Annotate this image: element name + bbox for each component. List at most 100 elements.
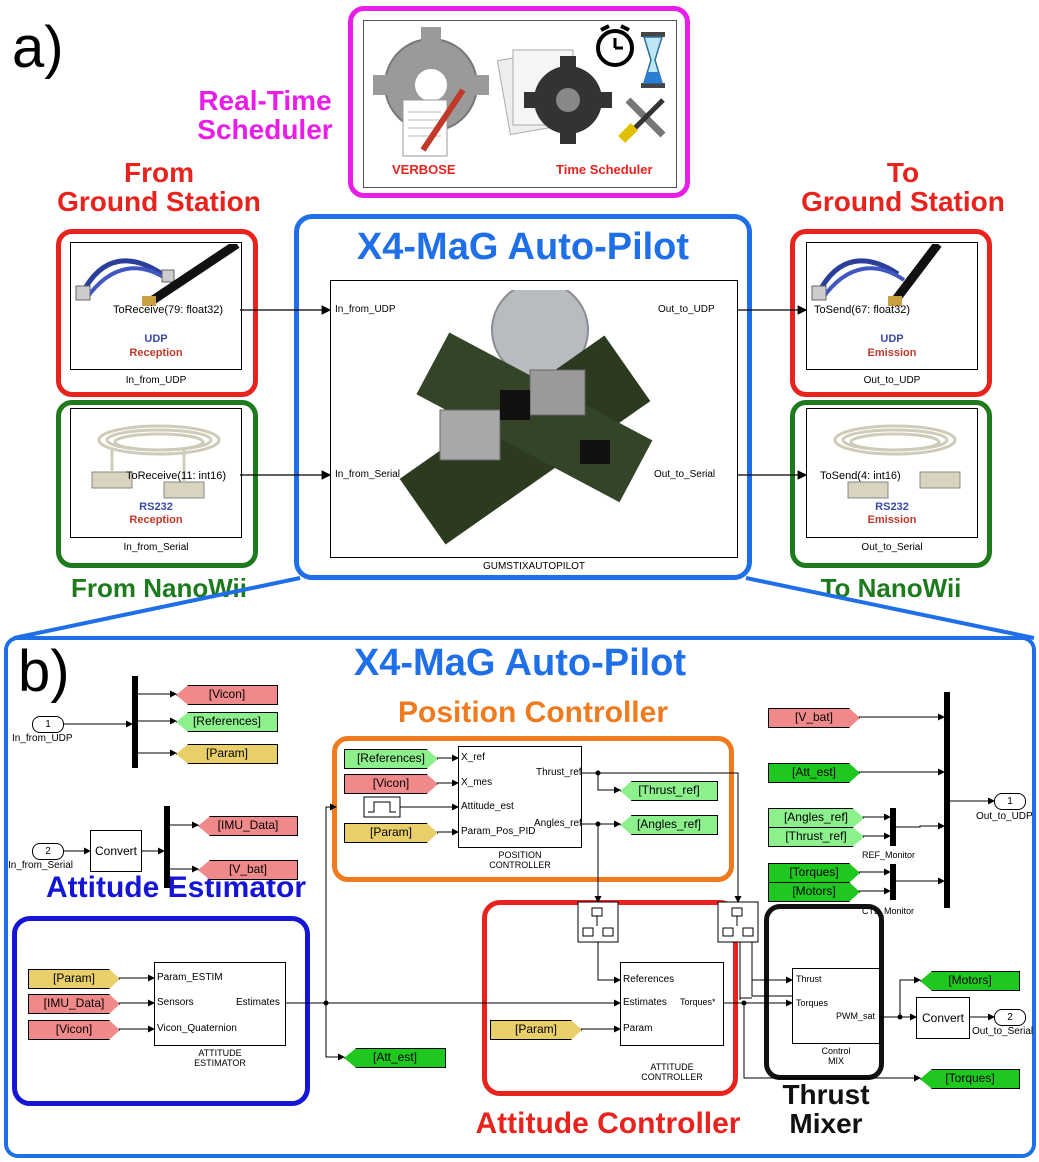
udp-rx-frame	[56, 229, 258, 397]
outport-2-name: Out_to_Serial	[972, 1026, 1034, 1037]
convert-block-in[interactable]: Convert	[90, 830, 142, 872]
udp-rx-proto: UDP	[144, 333, 168, 345]
udp-rx-name: In_from_UDP	[125, 375, 187, 386]
ctl-monitor-bar	[890, 864, 896, 900]
demux-bar-1	[132, 676, 138, 768]
serial-rx-frame	[56, 400, 258, 568]
ethernet-antenna-icon	[75, 244, 240, 306]
ctrl-in-est: Estimates	[623, 997, 667, 1008]
gumstix-name: GUMSTIXAUTOPILOT	[482, 561, 586, 572]
tag-motors-from[interactable]: [Motors]	[768, 882, 860, 902]
ctrl-block-name: ATTITUDE CONTROLLER	[641, 1062, 703, 1082]
tools-icon	[618, 97, 666, 143]
tag-angles-ref-goto[interactable]: [Angles_ref]	[620, 815, 718, 835]
mix-out: PWM_sat	[836, 1011, 876, 1021]
attitude-estimator-block[interactable]	[154, 962, 286, 1046]
serial-rx-kind: Reception	[129, 514, 183, 526]
pos-out-thrust: Thrust_ref	[536, 767, 582, 778]
udp-tx-frame	[790, 229, 992, 397]
outport-1[interactable]: 1	[994, 793, 1026, 810]
panel-a-connections	[13, 305, 1035, 640]
pos-in-xmes: X_mes	[461, 777, 493, 788]
tag-torques-goto[interactable]: [Torques]	[920, 1069, 1020, 1089]
tag-references-from[interactable]: [References]	[344, 749, 438, 769]
hourglass-icon	[641, 32, 665, 88]
tag-references-goto[interactable]: [References]	[176, 712, 278, 732]
attitude-controller-title: Attitude Controller	[475, 1107, 741, 1140]
tag-angles-ref-from[interactable]: [Angles_ref]	[768, 808, 864, 828]
control-mix-block[interactable]	[792, 968, 880, 1044]
est-in-vicon: Vicon_Quaternion	[157, 1023, 237, 1034]
from-gs-title: From Ground Station	[57, 157, 261, 218]
pos-block-name: POSITION CONTROLLER	[489, 850, 551, 870]
tag-torques-from[interactable]: [Torques]	[768, 863, 860, 883]
serial-tx-proto: RS232	[875, 501, 909, 513]
inport-1-name: In_from_UDP	[12, 733, 73, 744]
outport-2[interactable]: 2	[994, 1009, 1026, 1026]
gumstix-in-udp: In_from_UDP	[335, 304, 396, 315]
tag-imu-goto[interactable]: [IMU_Data]	[198, 816, 298, 836]
tag-param-from-ctrl[interactable]: [Param]	[490, 1020, 582, 1040]
scheduler-icons	[373, 24, 666, 157]
serial-rx-port: ToReceive(11: int16)	[126, 470, 227, 482]
autopilot-title: X4-MaG Auto-Pilot	[356, 226, 690, 268]
pencil-icon	[420, 88, 466, 152]
thrust-mixer-title: Thrust Mixer	[782, 1079, 870, 1140]
tag-motors-goto[interactable]: [Motors]	[920, 971, 1020, 991]
serial-rx-proto: RS232	[139, 501, 173, 513]
udp-tx-proto: UDP	[880, 333, 904, 345]
tag-vicon-from-est[interactable]: [Vicon]	[28, 1020, 120, 1040]
tag-thrust-ref-from[interactable]: [Thrust_ref]	[768, 827, 864, 847]
tag-att-est-goto[interactable]: [Att_est]	[344, 1048, 446, 1068]
ctrl-in-param: Param	[623, 1023, 653, 1034]
serial-rx-name: In_from_Serial	[123, 542, 189, 553]
position-controller-block[interactable]	[458, 746, 582, 848]
serial-tx-name: Out_to_Serial	[861, 542, 923, 553]
mix-block-name: Control MIX	[821, 1046, 851, 1066]
panel-a-label: a)	[12, 15, 64, 80]
udp-tx-name: Out_to_UDP	[863, 375, 921, 386]
attitude-estimator-frame	[12, 916, 310, 1106]
tag-vbat-from[interactable]: [V_bat]	[768, 708, 860, 728]
tag-param-from-est[interactable]: [Param]	[28, 969, 120, 989]
est-in-param: Param_ESTIM	[157, 972, 223, 983]
attitude-controller-block[interactable]	[620, 962, 724, 1046]
time-scheduler-label: Time Scheduler	[556, 162, 653, 177]
inport-1[interactable]: 1	[32, 716, 64, 733]
ctrl-out: Torques*	[680, 997, 716, 1007]
tag-vbat-goto[interactable]: [V_bat]	[198, 860, 298, 880]
tag-thrust-ref-goto[interactable]: [Thrust_ref]	[620, 781, 718, 801]
inport-2-name: In_from_Serial	[8, 860, 74, 871]
tag-vicon-from[interactable]: [Vicon]	[344, 774, 438, 794]
selector-block-2	[717, 901, 759, 943]
serial-tx-kind: Emission	[867, 514, 917, 526]
verbose-label: VERBOSE	[392, 162, 456, 177]
panel-b-title: X4-MaG Auto-Pilot	[353, 642, 687, 684]
ethernet-antenna-icon-tx	[811, 244, 942, 306]
tag-imu-from[interactable]: [IMU_Data]	[28, 994, 120, 1014]
inport-2[interactable]: 2	[32, 843, 64, 860]
convert-block-out[interactable]: Convert	[916, 997, 970, 1039]
panel-b-label: b)	[18, 639, 70, 704]
outport-1-name: Out_to_UDP	[976, 811, 1033, 822]
scheduler-title: Real-Time Scheduler	[197, 85, 333, 146]
est-block-name: ATTITUDE ESTIMATOR	[194, 1048, 246, 1068]
autopilot-frame	[294, 214, 752, 580]
mix-in-torques: Torques	[796, 998, 829, 1008]
udp-rx-port: ToReceive(79: float32)	[113, 304, 224, 316]
est-out: Estimates	[236, 997, 280, 1008]
tag-att-est-from[interactable]: [Att_est]	[768, 763, 860, 783]
udp-rx-kind: Reception	[129, 347, 183, 359]
tag-vicon-goto[interactable]: [Vicon]	[176, 685, 278, 705]
tag-param-goto[interactable]: [Param]	[176, 744, 278, 764]
tag-param-from-pos[interactable]: [Param]	[344, 823, 438, 843]
serial-cable-icon	[91, 424, 221, 499]
serial-tx-frame	[790, 400, 992, 568]
udp-tx-kind: Emission	[867, 347, 917, 359]
pos-out-angles: Angles_ref	[534, 818, 582, 829]
gumstix-out-udp: Out_to_UDP	[658, 304, 715, 315]
serial-cable-icon-tx	[833, 424, 961, 499]
scheduler-box	[348, 6, 690, 198]
serial-tx-port: ToSend(4: int16)	[820, 470, 901, 482]
